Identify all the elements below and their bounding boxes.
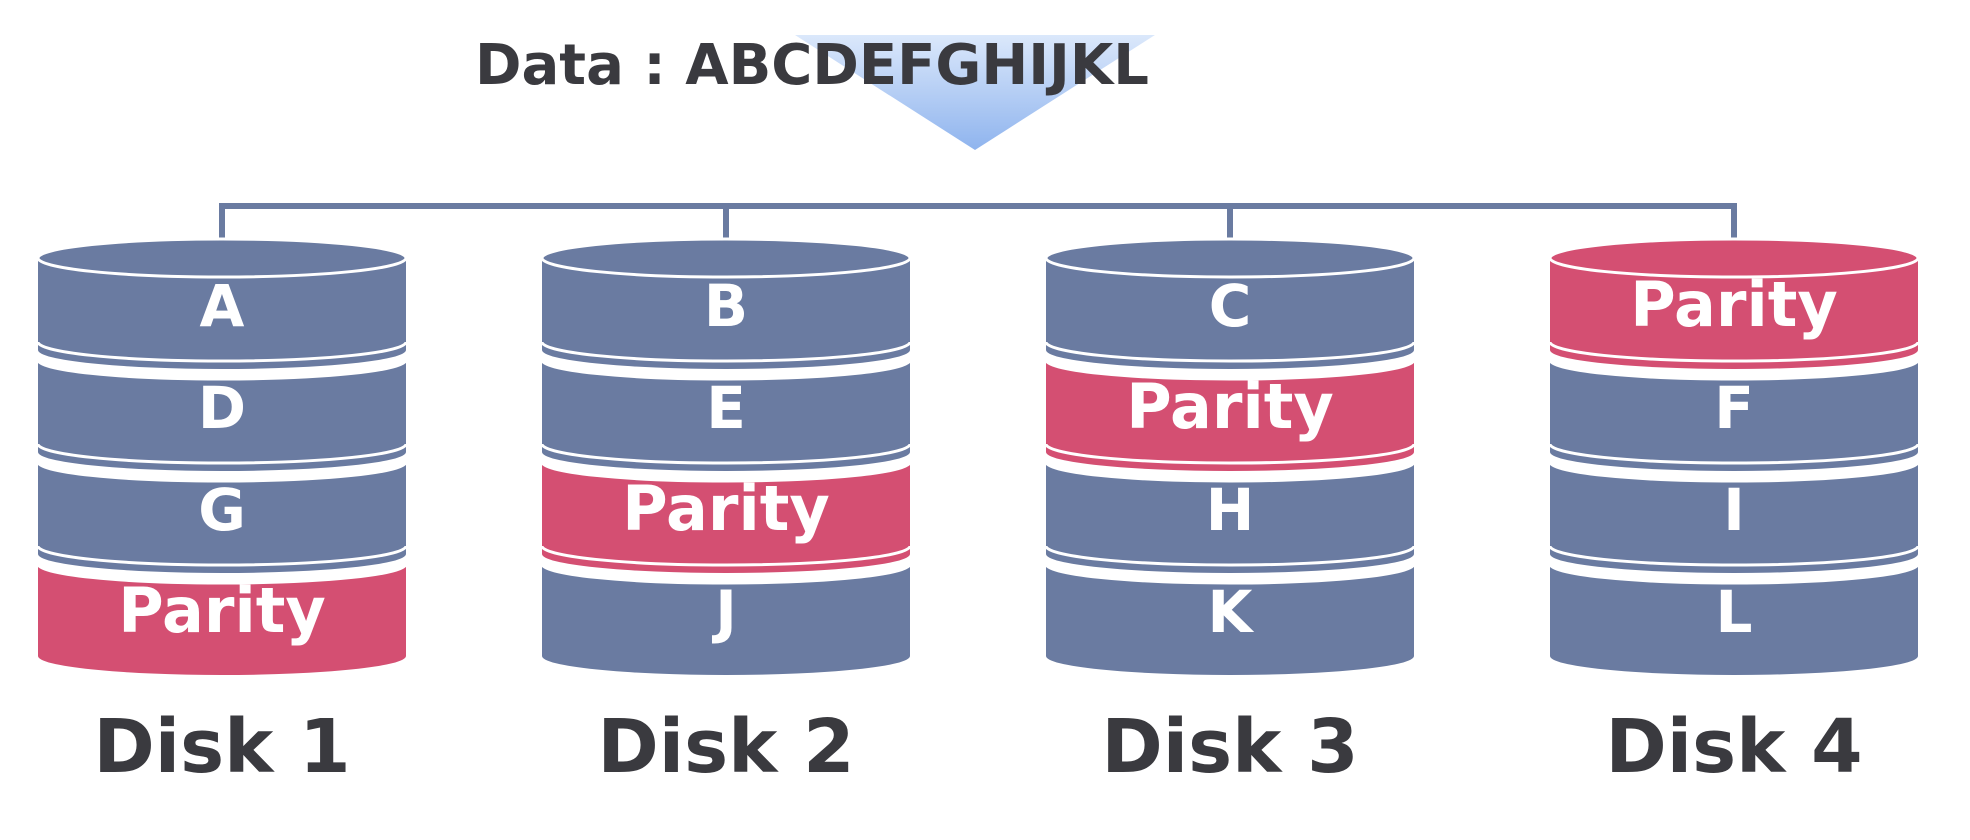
disk-label: Disk 2 (597, 704, 854, 790)
connector-lines (219, 203, 1737, 242)
data-block-label: E (706, 374, 746, 442)
disk-1-segment-4: Parity (36, 563, 408, 675)
disk-top-cap (540, 237, 912, 279)
parity-label: Parity (622, 472, 830, 545)
disk-2: J Parity EB Disk 2 (540, 237, 912, 790)
parity-label: Parity (1630, 268, 1838, 341)
segment-band (1044, 443, 1416, 465)
segment-band (36, 341, 408, 363)
disk-2-segment-4: J (540, 563, 912, 675)
disk-2-segment-1: B (540, 237, 912, 369)
disk-4-segment-1: Parity (1548, 237, 1920, 369)
parity-label: Parity (118, 574, 326, 647)
segment-body (1550, 564, 1918, 675)
parity-label: Parity (1126, 370, 1334, 443)
data-block-label: B (704, 272, 748, 340)
disk-3-segment-4: K (1044, 563, 1416, 675)
data-block-label: J (711, 578, 737, 646)
disk-2-segment-3: Parity (540, 461, 912, 573)
segment-band (36, 545, 408, 567)
segment-band (540, 545, 912, 567)
disk-3-segment-1: C (1044, 237, 1416, 369)
disk-label: Disk 1 (93, 704, 350, 790)
segment-band (1548, 341, 1920, 363)
segment-rim (1044, 359, 1416, 381)
segment-rim (1548, 563, 1920, 585)
data-block-label: C (1209, 272, 1252, 340)
segment-body (38, 360, 406, 471)
segment-body (38, 258, 406, 369)
segment-band (540, 341, 912, 363)
data-block-label: G (198, 476, 246, 544)
segment-body (542, 258, 910, 369)
data-block-label: D (198, 374, 246, 442)
disk-top-cap (36, 237, 408, 279)
disk-label: Disk 3 (1101, 704, 1358, 790)
disk-1: Parity GDA Disk 1 (36, 237, 408, 790)
disk-3-segment-2: Parity (1044, 359, 1416, 471)
segment-rim (540, 563, 912, 585)
data-string: ABCDEFGHIJKL (685, 33, 1149, 98)
segment-band (1548, 443, 1920, 465)
segment-body (1046, 564, 1414, 675)
segment-body (542, 360, 910, 471)
disk-top-cap (1548, 237, 1920, 279)
segment-rim (36, 461, 408, 483)
segment-body (38, 462, 406, 573)
data-block-label: H (1206, 476, 1255, 544)
segment-body (542, 462, 910, 573)
segment-rim (1548, 359, 1920, 381)
segment-rim (1548, 461, 1920, 483)
disk-3: KH Parity C Disk 3 (1044, 237, 1416, 790)
segment-rim (1044, 563, 1416, 585)
data-flow-arrow (795, 35, 1155, 150)
disk-1-segment-3: G (36, 461, 408, 573)
data-title: Data : ABCDEFGHIJKL (475, 33, 1149, 98)
segment-rim (36, 359, 408, 381)
data-block-label: L (1716, 578, 1753, 646)
disk-label: Disk 4 (1605, 704, 1862, 790)
segment-rim (540, 359, 912, 381)
disk-4-segment-4: L (1548, 563, 1920, 675)
segment-body (38, 564, 406, 675)
segment-band (1044, 341, 1416, 363)
segment-band (540, 443, 912, 465)
segment-rim (540, 461, 912, 483)
data-block-label: I (1723, 476, 1745, 544)
segment-band (1044, 545, 1416, 567)
segment-body (1046, 462, 1414, 573)
data-block-label: K (1208, 578, 1255, 646)
segment-body (1550, 258, 1918, 369)
disk-4-segment-3: I (1548, 461, 1920, 573)
disk-3-segment-3: H (1044, 461, 1416, 573)
data-block-label: A (200, 272, 245, 340)
disk-2-segment-2: E (540, 359, 912, 471)
segment-band (36, 443, 408, 465)
segment-body (542, 564, 910, 675)
segment-body (1046, 360, 1414, 471)
segment-rim (1044, 461, 1416, 483)
disk-1-segment-2: D (36, 359, 408, 471)
segment-body (1550, 462, 1918, 573)
segment-band (1548, 545, 1920, 567)
segment-rim (36, 563, 408, 585)
disk-1-segment-1: A (36, 237, 408, 369)
disk-4-segment-2: F (1548, 359, 1920, 471)
segment-body (1046, 258, 1414, 369)
segment-body (1550, 360, 1918, 471)
data-block-label: F (1714, 374, 1754, 442)
disk-top-cap (1044, 237, 1416, 279)
data-prefix: Data : (475, 33, 685, 98)
